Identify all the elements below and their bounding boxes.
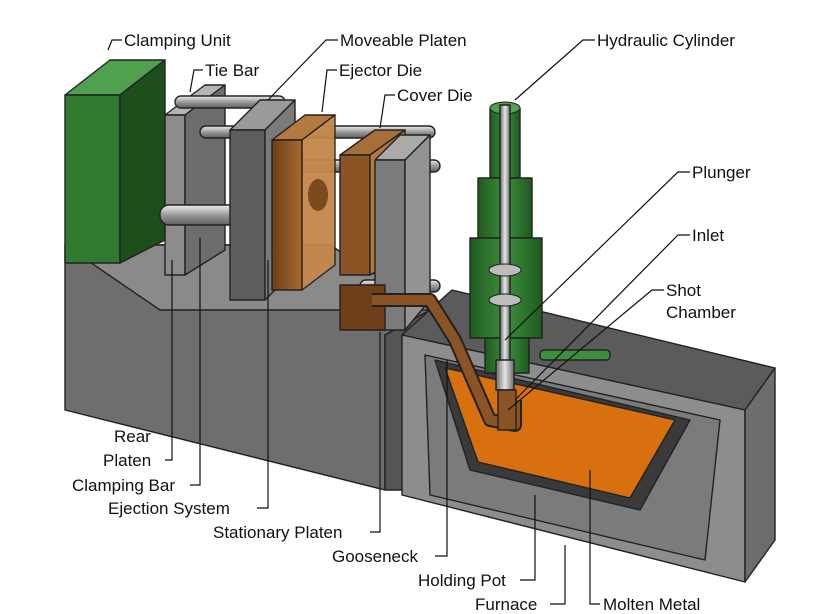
shot-chamber <box>497 389 517 431</box>
label-inlet: Inlet <box>692 226 724 245</box>
label-hydraulic-cylinder: Hydraulic Cylinder <box>597 31 735 50</box>
label-clamping-bar: Clamping Bar <box>72 476 175 495</box>
ejector-die <box>271 114 336 291</box>
label-moveable-platen: Moveable Platen <box>340 31 467 50</box>
label-furnace: Furnace <box>475 595 537 614</box>
label-plunger: Plunger <box>692 163 751 182</box>
label-rear-platen-line2: Platen <box>103 451 151 470</box>
label-stationary-platen: Stationary Platen <box>213 523 342 542</box>
label-tie-bar: Tie Bar <box>205 61 260 80</box>
label-holding-pot: Holding Pot <box>418 571 506 590</box>
label-clamping-unit: Clamping Unit <box>124 31 231 50</box>
labels: Clamping Unit Tie Bar Moveable Platen Ej… <box>72 31 751 614</box>
clamping-unit <box>64 59 166 264</box>
label-shot-chamber-line1: Shot <box>666 281 701 300</box>
leader-lines <box>107 39 690 605</box>
rear-platen <box>164 84 226 276</box>
label-ejection-system: Ejection System <box>108 499 230 518</box>
label-cover-die: Cover Die <box>397 86 473 105</box>
label-shot-chamber-line2: Chamber <box>666 303 736 322</box>
label-rear-platen-line1: Rear <box>114 427 151 446</box>
label-ejector-die: Ejector Die <box>339 61 422 80</box>
label-gooseneck: Gooseneck <box>332 547 418 566</box>
label-molten-metal: Molten Metal <box>603 595 700 614</box>
